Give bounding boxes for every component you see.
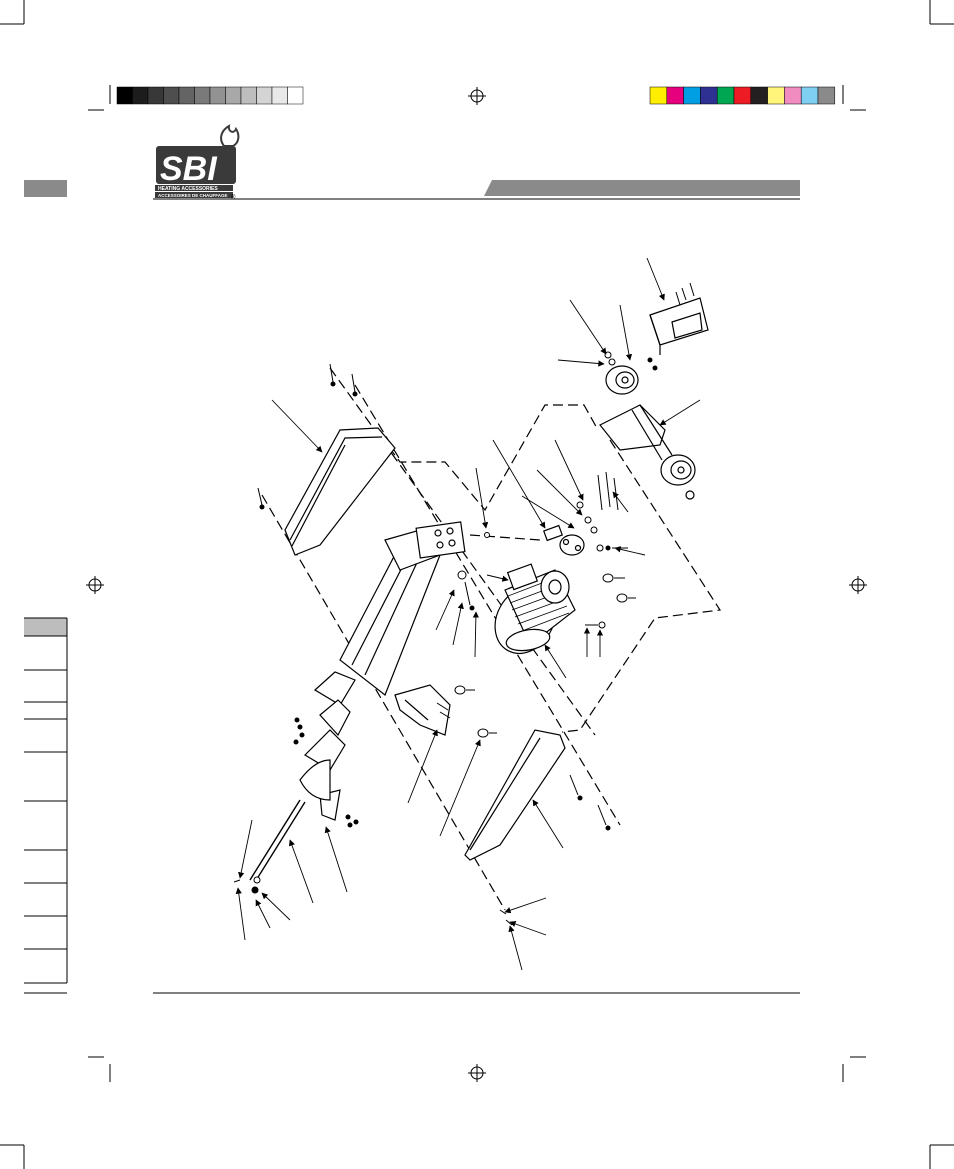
color-strip (649, 86, 836, 105)
color-swatch (240, 86, 257, 105)
color-swatch (194, 86, 211, 105)
logo-text: SBI (160, 150, 218, 188)
color-swatch (225, 86, 242, 105)
logo-tagline-fr: ACCESSOIRES DE CHAUFFAGE (158, 193, 228, 198)
callout-leaders (235, 257, 701, 971)
push-plate (394, 684, 451, 736)
color-swatch (649, 86, 668, 105)
color-swatch (700, 86, 718, 105)
color-swatch (716, 86, 735, 105)
color-swatch (256, 86, 273, 105)
hydraulic-pump (543, 524, 585, 556)
color-swatch (132, 86, 149, 105)
side-tab (24, 180, 67, 197)
color-swatch (817, 86, 836, 105)
color-swatch (287, 86, 304, 105)
logo-tagline-en: HEATING ACCESSORIES (158, 186, 218, 192)
color-swatch (784, 86, 802, 105)
color-swatch (767, 86, 785, 105)
main-beam (339, 521, 466, 696)
grayscale-strip (116, 86, 304, 105)
color-swatch (800, 86, 819, 105)
wheel-lower (660, 454, 696, 500)
header-bar (484, 180, 800, 196)
color-swatch (733, 86, 752, 105)
flame-icon (220, 124, 240, 147)
ram-rod (249, 799, 306, 883)
color-swatch (163, 86, 180, 105)
wheel-axle (599, 404, 673, 461)
upper-cover (284, 427, 396, 556)
color-swatch (750, 86, 768, 105)
color-swatch (147, 86, 164, 105)
registered-mark: ® (231, 194, 236, 201)
registration-targets (86, 87, 867, 1082)
wheel-upper (605, 365, 639, 395)
hardware-bolts (233, 282, 695, 926)
color-swatch (116, 86, 133, 105)
lower-cover (464, 729, 566, 861)
color-swatch (271, 86, 288, 105)
wedge-assembly (299, 671, 356, 821)
color-swatch (683, 86, 701, 105)
color-swatch (209, 86, 226, 105)
color-swatch (666, 86, 684, 105)
sbi-logo: SBI HEATING ACCESSORIES ACCESSOIRES DE C… (155, 124, 240, 201)
electric-motor (494, 563, 576, 654)
color-swatch (178, 86, 195, 105)
control-box (649, 297, 709, 355)
side-index-table (24, 617, 68, 984)
